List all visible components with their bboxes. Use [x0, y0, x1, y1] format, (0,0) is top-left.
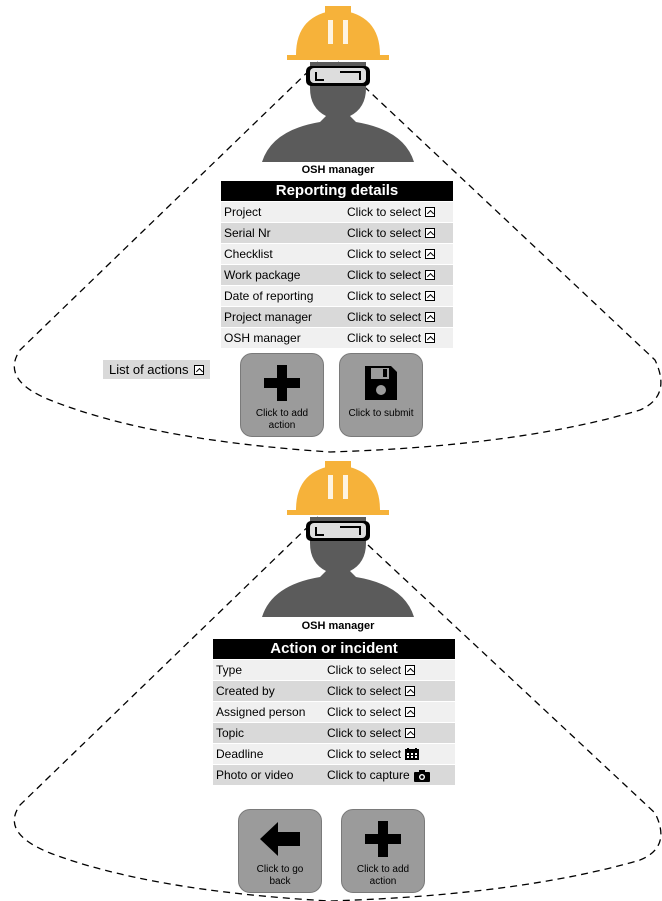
arrow-left-icon [260, 818, 300, 860]
select-link[interactable]: Click to select [347, 247, 422, 261]
person-silhouette [262, 62, 414, 162]
dropdown-icon[interactable] [405, 707, 416, 717]
row-label: Created by [216, 684, 275, 698]
vision-cone-1 [13, 6, 662, 453]
table-row[interactable]: Deadline Click to select [213, 743, 455, 764]
select-link[interactable]: Click to select [347, 268, 422, 282]
dropdown-icon[interactable] [425, 333, 436, 343]
dropdown-icon[interactable] [425, 207, 436, 217]
row-label: Checklist [224, 247, 273, 261]
dropdown-icon[interactable] [425, 291, 436, 301]
table-row[interactable]: OSH manager Click to select [221, 327, 453, 348]
table-row[interactable]: Type Click to select [213, 659, 455, 680]
table-title: Reporting details [221, 181, 453, 201]
row-label: Project manager [224, 310, 313, 324]
row-label: Deadline [216, 747, 264, 761]
table-row[interactable]: Date of reporting Click to select [221, 285, 453, 306]
row-label: Date of reporting [224, 289, 314, 303]
submit-button[interactable]: Click to submit [339, 353, 423, 437]
person-silhouette [262, 517, 414, 617]
add-action-label: Click to add action [356, 864, 410, 887]
plus-icon [264, 362, 300, 404]
row-label: Type [216, 663, 243, 677]
capture-link[interactable]: Click to capture [327, 768, 410, 782]
table-row[interactable]: Serial Nr Click to select [221, 222, 453, 243]
select-link[interactable]: Click to select [347, 226, 422, 240]
select-link[interactable]: Click to select [327, 663, 402, 677]
row-label: Serial Nr [224, 226, 271, 240]
dropdown-icon[interactable] [425, 312, 436, 322]
add-action-label: Click to add action [255, 408, 309, 431]
row-label: Assigned person [216, 705, 306, 719]
dropdown-icon[interactable] [193, 364, 204, 375]
submit-label: Click to submit [348, 408, 414, 419]
table-row[interactable]: Photo or video Click to capture [213, 764, 455, 785]
dropdown-icon[interactable] [425, 270, 436, 280]
helmet-icon [287, 465, 389, 515]
dropdown-icon[interactable] [425, 228, 436, 238]
camera-icon[interactable] [413, 769, 430, 782]
row-label: Project [224, 205, 262, 219]
select-link[interactable]: Click to select [347, 289, 422, 303]
go-back-button[interactable]: Click to go back [238, 809, 322, 893]
select-link[interactable]: Click to select [327, 705, 402, 719]
table-row[interactable]: Project Click to select [221, 201, 453, 222]
go-back-label: Click to go back [256, 864, 304, 887]
vision-cone-2 [13, 461, 662, 901]
helmet-icon [287, 10, 389, 60]
dropdown-icon[interactable] [425, 249, 436, 259]
calendar-icon[interactable] [405, 748, 420, 760]
select-link[interactable]: Click to select [347, 205, 422, 219]
table-row[interactable]: Assigned person Click to select [213, 701, 455, 722]
role-label: OSH manager [301, 620, 375, 632]
select-link[interactable]: Click to select [327, 747, 402, 761]
plus-icon [365, 818, 401, 860]
row-label: OSH manager [224, 331, 301, 345]
select-link[interactable]: Click to select [327, 684, 402, 698]
add-action-button[interactable]: Click to add action [240, 353, 324, 437]
row-label: Topic [216, 726, 245, 740]
list-of-actions-label: List of actions [109, 362, 189, 377]
dropdown-icon[interactable] [405, 665, 416, 675]
table-title: Action or incident [213, 639, 455, 659]
table-row[interactable]: Checklist Click to select [221, 243, 453, 264]
table-row[interactable]: Work package Click to select [221, 264, 453, 285]
table-row[interactable]: Project manager Click to select [221, 306, 453, 327]
add-action-button[interactable]: Click to add action [341, 809, 425, 893]
dropdown-icon[interactable] [405, 728, 416, 738]
list-of-actions-dropdown[interactable]: List of actions [103, 360, 210, 379]
save-icon [365, 362, 397, 404]
table-row[interactable]: Created by Click to select [213, 680, 455, 701]
select-link[interactable]: Click to select [327, 726, 402, 740]
select-link[interactable]: Click to select [347, 310, 422, 324]
select-link[interactable]: Click to select [347, 331, 422, 345]
table-row[interactable]: Topic Click to select [213, 722, 455, 743]
dropdown-icon[interactable] [405, 686, 416, 696]
row-label: Work package [224, 268, 301, 282]
row-label: Photo or video [216, 768, 294, 782]
role-label: OSH manager [301, 164, 375, 176]
